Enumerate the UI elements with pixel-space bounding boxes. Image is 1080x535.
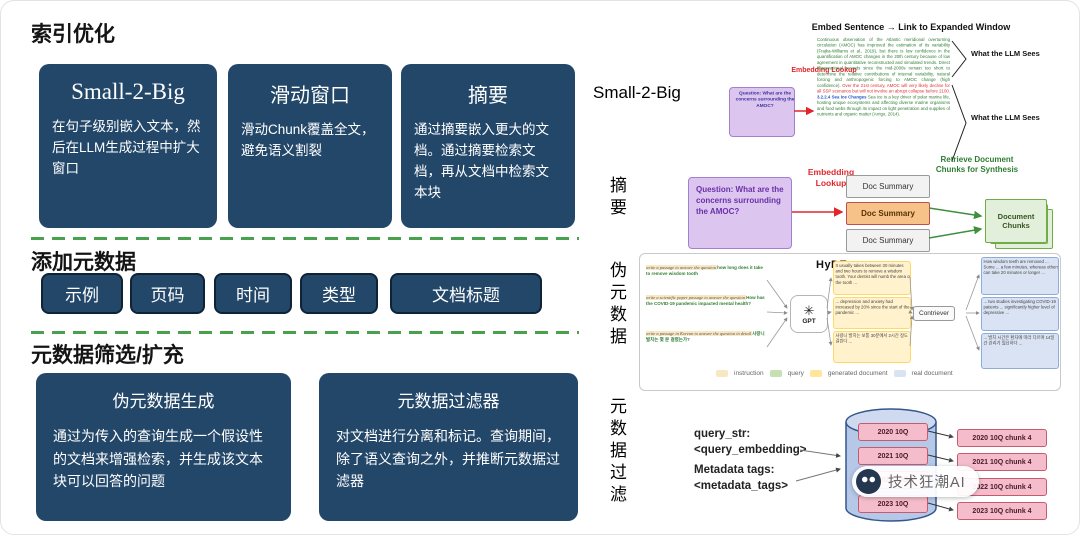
hyde-ex2-instruction: write a scientific paper passage to answ… (646, 295, 747, 300)
heading-add-metadata: 添加元数据 (31, 251, 136, 274)
metadata-tags-block: Metadata tags: <metadata_tags> (694, 463, 788, 494)
card-pseudo-metadata-body: 通过为传入的查询生成一个假设性的文档来增强检索，并生成该文本块可以回答的问题 (53, 428, 263, 490)
gpt-label: GPT (802, 317, 816, 325)
divider-1 (31, 237, 579, 240)
heading-metadata-filter: 元数据筛选/扩充 (31, 344, 184, 367)
tag-time: 时间 (214, 273, 292, 314)
hyde-generated-doc-1: It usually takes between 30 minutes and … (833, 261, 911, 295)
openai-logo-icon: ✳ (803, 302, 815, 318)
hyde-ex2-query: How has the COVID-19 pandemic impacted m… (646, 295, 765, 306)
tag-doc-title: 文档标题 (390, 273, 542, 314)
card-small2big: Small-2-Big 在句子级别嵌入文本，然后在LLM生成过程中扩大窗口 (39, 64, 217, 228)
hyde-ex3-query: 사랑니 발치는 몇 분 걸렸는가? (646, 331, 765, 342)
s2b-diagram-title: Embed Sentence → Link to Expanded Window (811, 22, 1011, 32)
hyde-real-doc-1: How wisdom teeth are removed ... Some ..… (981, 257, 1059, 295)
card-sliding-window-title: 滑动窗口 (270, 85, 350, 107)
retrieve-chunks-label: Retrieve Document Chunks for Synthesis (935, 155, 1019, 175)
card-metadata-filter-body: 对文档进行分离和标记。查询期间，除了语义查询之外，并推断元数据过滤器 (336, 428, 560, 490)
card-summary-body: 通过摘要嵌入更大的文档。通过摘要检索文档，再从文档中检索文本块 (414, 122, 549, 200)
hyde-legend: instruction query generated document rea… (716, 370, 953, 377)
hyde-ex3-instruction: write a passage in Korean to answer the … (646, 331, 753, 336)
card-pseudo-metadata-title: 伪元数据生成 (112, 392, 215, 411)
legend-real-label: real document (911, 370, 953, 377)
legend-generated-swatch (809, 370, 822, 377)
hyde-example2-prompt: write a scientific paper passage to answ… (646, 295, 766, 329)
doc-summary-1: Doc Summary (846, 175, 930, 198)
hyde-example1-prompt: write a passage to answer the question h… (646, 265, 766, 295)
summary-embedding-lookup-label: Embedding Lookup (807, 167, 855, 188)
chunk-2020: 2020 10Q chunk 4 (957, 429, 1047, 447)
s2b-embedding-lookup-label: Embedding Lookup (791, 67, 857, 74)
watermark: 技术狂潮AI (852, 466, 979, 497)
label-pseudo-metadata: 伪元数据 (607, 261, 626, 349)
s2b-question-box: Question: What are the concerns surround… (729, 87, 795, 137)
s2b-question-text: Question: What are the concerns surround… (735, 90, 795, 109)
s2b-passage-highlight: Over the 21st century, AMOC will very li… (817, 82, 950, 94)
chunk-2023: 2023 10Q chunk 4 (957, 502, 1047, 520)
db-row-2020: 2020 10Q (858, 423, 928, 441)
s2b-passage-section: 3.2.2.4 Sea Ice Changes (817, 94, 868, 100)
card-metadata-filter-title: 元数据过滤器 (397, 392, 500, 411)
card-small2big-title: Small-2-Big (71, 79, 185, 104)
what-llm-sees-top: What the LLM Sees (971, 49, 1040, 58)
s2b-passage-before: Continuous observation of the Atlantic m… (817, 37, 950, 88)
hyde-example3-prompt: write a passage in Korean to answer the … (646, 331, 766, 363)
metadata-tags-value: <metadata_tags> (694, 479, 788, 492)
hyde-real-doc-2: ... two studies investigating COVID-19 p… (981, 297, 1059, 331)
summary-question-box: Question: What are the concerns surround… (688, 177, 792, 249)
legend-instruction-swatch (716, 370, 728, 377)
watermark-logo-icon (856, 469, 881, 494)
contriever-node: Contriever (913, 306, 955, 321)
s2b-passage: Continuous observation of the Atlantic m… (817, 37, 950, 165)
doc-summary-2: Doc Summary (846, 202, 930, 225)
db-row-2023: 2023 10Q (858, 495, 928, 513)
legend-query-label: query (787, 370, 804, 377)
card-sliding-window-body: 滑动Chunk覆盖全文，避免语义割裂 (241, 122, 375, 158)
document-chunks-stack: Document Chunks (985, 199, 1055, 251)
label-metadata-filter: 元数据过滤 (607, 397, 626, 507)
hyde-generated-doc-2: ... depression and anxiety had increased… (833, 297, 911, 329)
legend-generated-label: generated document (827, 370, 888, 377)
tag-type: 类型 (300, 273, 378, 314)
query-str-block: query_str: <query_embedding> (694, 427, 806, 458)
label-summary: 摘要 (607, 176, 626, 220)
card-metadata-filter: 元数据过滤器 对文档进行分离和标记。查询期间，除了语义查询之外，并推断元数据过滤… (319, 373, 578, 521)
tag-example: 示例 (41, 273, 123, 314)
watermark-text: 技术狂潮AI (888, 475, 966, 491)
legend-instruction-label: instruction (734, 370, 764, 377)
legend-real-swatch (893, 370, 906, 377)
metadata-tags-label: Metadata tags: (694, 464, 775, 476)
card-sliding-window: 滑动窗口 滑动Chunk覆盖全文，避免语义割裂 (228, 64, 392, 228)
card-small2big-body: 在句子级别嵌入文本，然后在LLM生成过程中扩大窗口 (52, 119, 201, 176)
db-row-2021: 2021 10Q (858, 447, 928, 465)
card-summary-title: 摘要 (468, 85, 508, 107)
chunk-layer-front: Document Chunks (985, 199, 1047, 243)
card-summary: 摘要 通过摘要嵌入更大的文档。通过摘要检索文档，再从文档中检索文本块 (401, 64, 575, 228)
hyde-generated-doc-3: 사랑니 발치는 보통 30분에서 2시간 정도 걸린다 ... (833, 331, 911, 363)
hyde-real-doc-3: ... 발치 시간은 환자에 따라 다르며 14일 간 관리가 필요하다 ... (981, 333, 1059, 369)
hyde-ex1-query: how long does it take to remove wisdom t… (646, 265, 763, 276)
hyde-ex1-instruction: write a passage to answer the question (646, 265, 718, 270)
gpt-node: ✳ GPT (790, 295, 828, 333)
query-str-label: query_str: (694, 428, 751, 440)
divider-2 (31, 331, 579, 334)
heading-index-optimization: 索引优化 (31, 23, 115, 46)
doc-summary-3: Doc Summary (846, 229, 930, 252)
what-llm-sees-bottom: What the LLM Sees (971, 113, 1040, 122)
query-str-value: <query_embedding> (694, 443, 807, 456)
card-pseudo-metadata: 伪元数据生成 通过为传入的查询生成一个假设性的文档来增强检索，并生成该文本块可以… (36, 373, 291, 521)
label-small2big: Small-2-Big (593, 83, 681, 102)
chunk-2021: 2021 10Q chunk 4 (957, 453, 1047, 471)
tag-page: 页码 (130, 273, 205, 314)
s2b-passage-after: Sea ice is a key driver of polar marine … (817, 94, 950, 117)
legend-query-swatch (769, 370, 782, 377)
summary-question-text: Question: What are the concerns surround… (696, 185, 784, 217)
